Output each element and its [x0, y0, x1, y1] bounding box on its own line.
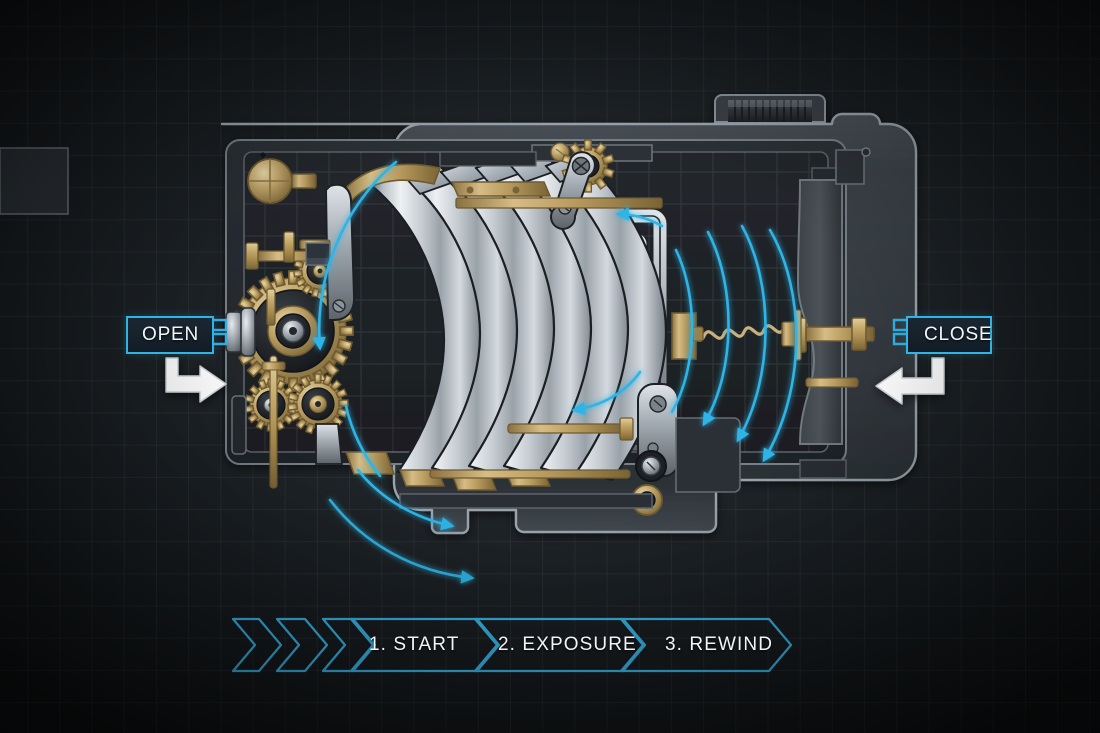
- open-arrow-icon: [165, 357, 227, 403]
- top-dial: [714, 94, 826, 123]
- leading-chevron: [321, 617, 377, 673]
- callout-open-label: OPEN: [142, 324, 200, 345]
- callout-open[interactable]: OPEN: [126, 316, 214, 354]
- step-label-rewind[interactable]: 3. REWIND: [665, 634, 774, 655]
- leading-chevron: [275, 617, 329, 673]
- step-label-exposure[interactable]: 2. EXPOSURE: [498, 634, 637, 655]
- leading-chevron: [231, 617, 283, 673]
- step-label-start[interactable]: 1. START: [369, 634, 460, 655]
- callout-close-label: CLOSE: [924, 324, 993, 345]
- shaft-roller: [225, 307, 256, 357]
- callout-close[interactable]: CLOSE: [906, 316, 992, 354]
